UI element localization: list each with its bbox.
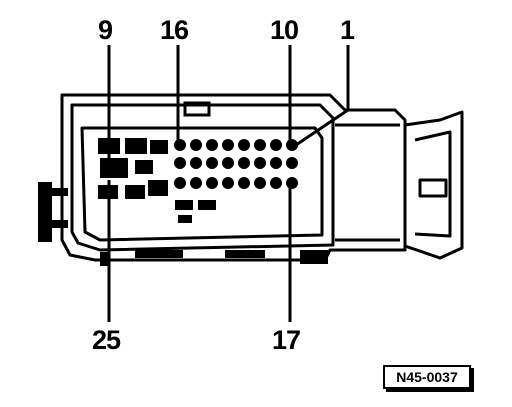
figure-reference-box: N45-0037: [383, 365, 471, 389]
left-pin-block: [98, 138, 168, 199]
leader-lines: [107, 45, 350, 322]
pin: [222, 157, 234, 169]
housing-outline: [60, 93, 407, 262]
bottom-rib-1: [100, 252, 108, 266]
pin-row-lower: [175, 200, 216, 223]
lever-slot: [418, 178, 448, 198]
pin: [190, 177, 202, 189]
lever-rails: [335, 123, 400, 242]
pin: [238, 177, 250, 189]
left-pin-6: [125, 185, 145, 199]
left-tab-rib-2: [46, 220, 68, 228]
left-pin-7: [148, 180, 168, 196]
pin: [175, 200, 193, 210]
bottom-rib-4: [300, 250, 328, 264]
pin-label-16: 16: [160, 15, 189, 45]
pin: [238, 157, 250, 169]
pin: [286, 157, 298, 169]
left-pin-8: [135, 160, 153, 174]
leader-1-diagonal: [295, 108, 349, 147]
pin-label-17: 17: [272, 325, 301, 355]
pin: [254, 157, 266, 169]
pin: [206, 139, 218, 151]
pin: [174, 177, 186, 189]
bottom-ribs: [100, 250, 328, 266]
pin: [286, 177, 298, 189]
pin: [286, 139, 298, 151]
left-tab-rib-1: [46, 188, 68, 196]
pin: [174, 157, 186, 169]
pin: [190, 157, 202, 169]
housing-inner-frame: [70, 103, 335, 252]
pin: [206, 177, 218, 189]
left-mounting-tab: [38, 182, 68, 242]
pin: [270, 177, 282, 189]
connector-housing: [60, 93, 407, 262]
left-pin-2: [125, 138, 147, 154]
lever-inner: [414, 130, 452, 238]
pin-field-frame: [80, 126, 324, 242]
pin-row-middle: [174, 157, 298, 169]
pin: [270, 139, 282, 151]
pin: [222, 177, 234, 189]
pin: [254, 139, 266, 151]
bottom-rib-2: [135, 250, 183, 258]
top-latch: [183, 101, 211, 117]
pin-row-bottom: [174, 177, 298, 189]
latch-body: [183, 101, 211, 117]
pin: [174, 139, 186, 151]
pin-row-top: [174, 139, 298, 151]
pin-label-25: 25: [92, 325, 121, 355]
locking-lever: [335, 110, 464, 260]
pin: [222, 139, 234, 151]
left-pin-3: [150, 140, 168, 154]
pin: [206, 157, 218, 169]
pin-label-9: 9: [98, 15, 113, 45]
figure-reference-code: N45-0037: [396, 369, 458, 385]
pin-label-10: 10: [270, 15, 299, 45]
pin: [178, 215, 192, 223]
pin: [270, 157, 282, 169]
bottom-rib-3: [225, 250, 265, 258]
pin: [198, 200, 216, 210]
pin: [238, 139, 250, 151]
pin-label-1: 1: [340, 15, 355, 45]
pin: [254, 177, 266, 189]
lever-outline: [404, 110, 464, 260]
left-pin-4: [100, 158, 128, 178]
pin: [190, 139, 202, 151]
